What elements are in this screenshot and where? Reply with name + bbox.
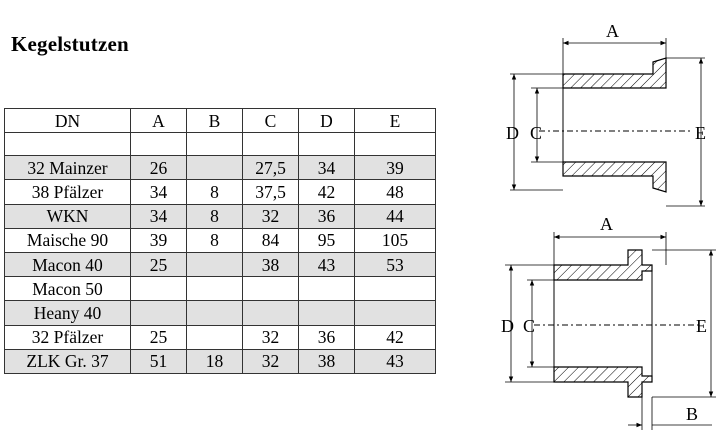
table-cell: 25 xyxy=(130,251,187,278)
table-cell: Macon 40 xyxy=(4,251,131,278)
table-cell xyxy=(186,155,243,181)
table-cell: 34 xyxy=(298,155,355,181)
table-cell xyxy=(130,276,187,302)
table-cell: 43 xyxy=(354,348,436,374)
table-cell: 95 xyxy=(298,227,355,253)
table-cell xyxy=(242,276,299,302)
table-cell: 27,5 xyxy=(242,155,299,181)
table-cell: 44 xyxy=(354,203,436,229)
table-cell: 38 xyxy=(242,251,299,278)
table-cell: E xyxy=(354,107,436,134)
table-cell xyxy=(354,300,436,326)
table-cell: 42 xyxy=(354,324,436,350)
bottom-fitting-upper-section xyxy=(553,249,653,281)
table-cell: 8 xyxy=(186,203,243,229)
technical-drawing: A D C E A D C E B xyxy=(501,21,716,430)
table-cell xyxy=(242,132,299,157)
top-fitting-drawing xyxy=(510,38,705,207)
table-cell: 26 xyxy=(130,155,187,181)
table-cell: Heany 40 xyxy=(4,300,131,326)
table-cell: 37,5 xyxy=(242,179,299,205)
page-title: Kegelstutzen xyxy=(11,32,129,56)
table-cell: WKN xyxy=(4,203,131,229)
bottom-fitting-lower-section xyxy=(553,366,653,398)
table-cell: 36 xyxy=(298,203,355,229)
table-cell xyxy=(242,300,299,326)
table-cell xyxy=(354,276,436,302)
table-cell: Macon 50 xyxy=(4,276,131,302)
bottom-label-c: C xyxy=(523,316,535,336)
table-cell: 39 xyxy=(354,155,436,181)
bottom-fitting-drawing xyxy=(505,232,716,430)
table-cell: 51 xyxy=(130,348,187,374)
table-cell: 8 xyxy=(186,227,243,253)
table-cell: C xyxy=(242,107,299,134)
table-cell xyxy=(186,300,243,326)
table-cell: 34 xyxy=(130,179,187,205)
top-label-e: E xyxy=(695,123,706,143)
top-label-d: D xyxy=(506,123,519,143)
bottom-label-e: E xyxy=(696,316,707,336)
table-cell: D xyxy=(298,107,355,134)
table-cell: 43 xyxy=(298,251,355,278)
table-cell: ZLK Gr. 37 xyxy=(4,348,131,374)
table-spacer-row xyxy=(4,132,436,157)
table-cell: 32 xyxy=(242,348,299,374)
table-cell xyxy=(130,300,187,326)
top-fitting-lower-section xyxy=(562,161,667,193)
table-cell: 38 Pfälzer xyxy=(4,179,131,205)
table-cell xyxy=(298,132,355,157)
bottom-label-a: A xyxy=(600,214,613,234)
table-cell xyxy=(186,251,243,278)
table-cell xyxy=(298,300,355,326)
table-cell: 25 xyxy=(130,324,187,350)
table-row: Macon 50 xyxy=(4,276,436,302)
table-cell xyxy=(4,132,131,157)
table-cell: 48 xyxy=(354,179,436,205)
table-cell: 84 xyxy=(242,227,299,253)
table-cell: 32 xyxy=(242,324,299,350)
table-cell xyxy=(186,324,243,350)
table-cell xyxy=(130,132,187,157)
table-cell: 18 xyxy=(186,348,243,374)
table-cell: 42 xyxy=(298,179,355,205)
table-cell: 39 xyxy=(130,227,187,253)
table-cell: 32 Mainzer xyxy=(4,155,131,181)
bottom-label-d: D xyxy=(501,316,514,336)
top-label-c: C xyxy=(530,123,542,143)
table-cell: 32 xyxy=(242,203,299,229)
table-cell: 34 xyxy=(130,203,187,229)
table-cell xyxy=(354,132,436,157)
table-cell: DN xyxy=(4,107,131,134)
table-cell xyxy=(186,132,243,157)
table-cell: Maische 90 xyxy=(4,227,131,253)
table-cell: 53 xyxy=(354,251,436,278)
bottom-label-b: B xyxy=(686,404,698,424)
table-cell: 38 xyxy=(298,348,355,374)
table-cell: 36 xyxy=(298,324,355,350)
table-cell: B xyxy=(186,107,243,134)
table-cell: A xyxy=(130,107,187,134)
table-cell: 105 xyxy=(354,227,436,253)
table-cell xyxy=(298,276,355,302)
table-cell: 8 xyxy=(186,179,243,205)
table-cell xyxy=(186,276,243,302)
table-row: Heany 40 xyxy=(4,300,436,326)
table-cell: 32 Pfälzer xyxy=(4,324,131,350)
top-fitting-upper-section xyxy=(562,57,667,89)
top-label-a: A xyxy=(606,21,619,41)
